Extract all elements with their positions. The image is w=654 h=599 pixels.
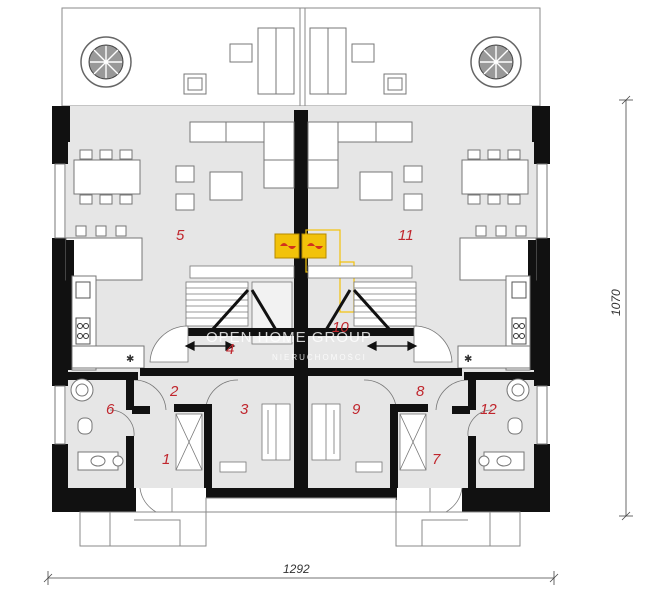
kitchen-right: ✱ (457, 225, 537, 371)
room-label-6: 6 (106, 401, 115, 418)
room-label-9: 9 (352, 401, 361, 418)
room-label-5: 5 (176, 227, 185, 244)
dining-table-right (461, 149, 529, 205)
room-label-3: 3 (240, 401, 249, 418)
sofa-right (307, 121, 423, 211)
plant-pot-left (80, 36, 132, 88)
kitchen-left: ✱ (65, 225, 145, 371)
exterior-walls (52, 106, 550, 512)
terrace (61, 7, 541, 107)
door-arcs (109, 325, 493, 517)
wardrobes (175, 403, 427, 473)
height-dimension-label: 1070 (609, 289, 623, 316)
interior-walls (66, 368, 536, 488)
windows (54, 163, 548, 445)
svg-text:✱: ✱ (464, 354, 472, 365)
width-dimension-label: 1292 (283, 562, 310, 576)
watermark-title: OPEN HOME GROUP (206, 329, 372, 346)
sofa-left (175, 121, 295, 211)
room-label-2: 2 (169, 383, 179, 400)
stair-direction-arrows (184, 341, 418, 351)
height-dimension (619, 95, 633, 521)
room-label-8: 8 (416, 383, 425, 400)
staircase-right (307, 265, 417, 336)
room-labels: 5 11 4 10 2 3 9 8 6 12 1 7 (106, 227, 497, 468)
entrance-porches (79, 497, 521, 547)
room-label-1: 1 (162, 451, 170, 468)
bathroom-left-fixtures (70, 378, 124, 471)
watermark-subtitle: NIERUCHOMOŚCI (272, 353, 367, 362)
terrace-furniture (183, 27, 407, 95)
plant-pot-right (470, 36, 522, 88)
width-dimension (43, 571, 559, 585)
bathroom-right-fixtures (478, 378, 530, 471)
svg-text:✱: ✱ (126, 354, 134, 365)
dining-table-left (73, 149, 141, 205)
watermark: OPEN HOME GROUP NIERUCHOMOŚCI (206, 329, 372, 362)
staircase-left (185, 265, 295, 345)
room-label-10: 10 (332, 319, 349, 336)
room-label-12: 12 (480, 401, 497, 418)
room-label-4: 4 (226, 341, 234, 358)
room-label-7: 7 (432, 451, 441, 468)
room-label-11: 11 (398, 227, 414, 244)
